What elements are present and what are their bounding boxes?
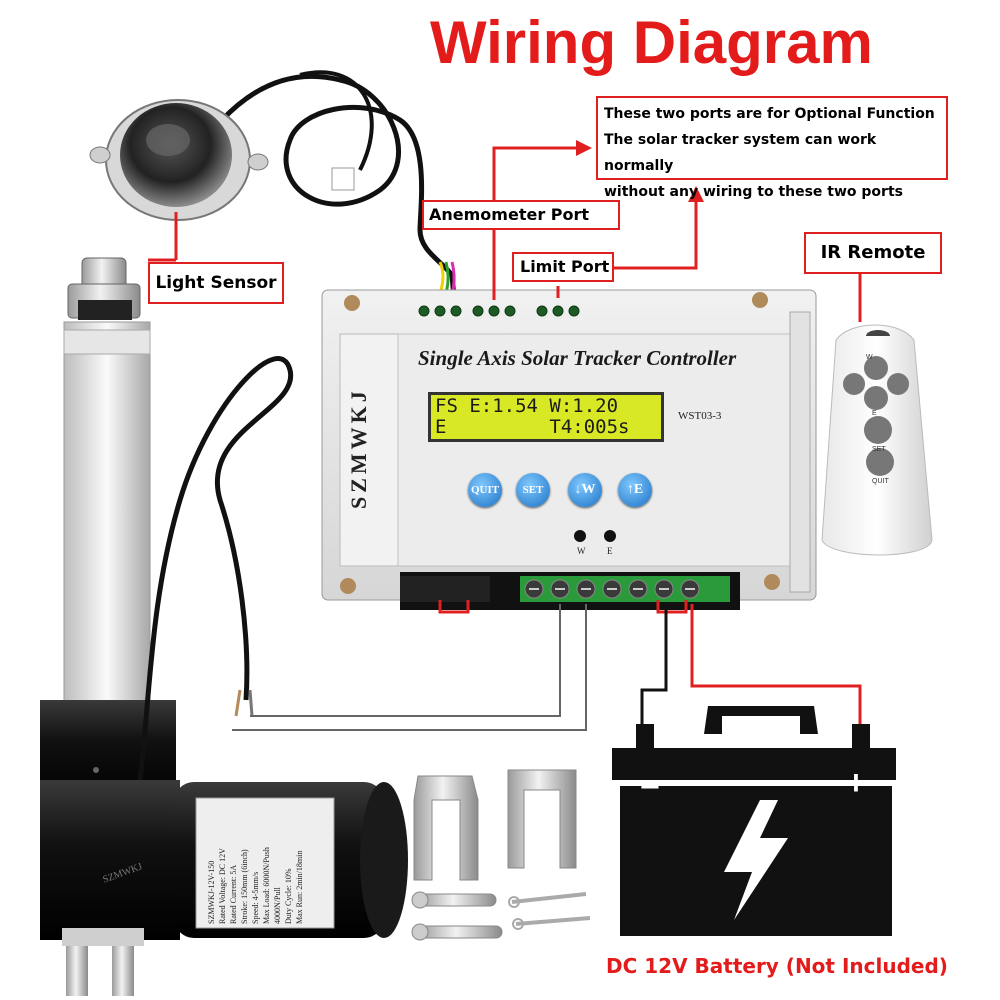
- lightning-bolt-icon: [724, 800, 788, 920]
- spec-line: Max Load: 6000N/Push: [262, 847, 271, 924]
- terminal-screw: [536, 305, 548, 317]
- ir-remote-label: IR Remote: [804, 232, 942, 274]
- controller-model: WST03-3: [678, 410, 722, 422]
- note-line: These two ports are for Optional Functio…: [604, 106, 935, 122]
- spec-line: Duty Cycle: 10%: [284, 868, 293, 924]
- controller-brand: SZMWKJ: [346, 387, 371, 509]
- page-title: Wiring Diagram: [430, 9, 873, 76]
- terminal-screw: [418, 305, 430, 317]
- remote-key-e: E: [872, 410, 877, 417]
- light-sensor-label: Light Sensor: [148, 262, 284, 304]
- lcd-line-2: E T4:005s: [435, 416, 630, 438]
- note-line: The solar tracker system can work normal…: [604, 132, 877, 174]
- actuator-cable: [137, 356, 294, 781]
- red-clip-left: [438, 600, 470, 614]
- spec-line: Rated Current: 5A: [229, 864, 238, 924]
- output-terminals: [524, 579, 700, 599]
- ir-remote: [821, 324, 933, 556]
- limit-port-label: Limit Port: [512, 252, 614, 282]
- spec-line: Stroke: 150mm (6inch): [240, 849, 249, 924]
- spec-line: SZMWKJ-12V-150: [207, 860, 216, 924]
- input-terminals: [418, 305, 580, 317]
- remote-key-set: SET: [872, 446, 886, 453]
- terminal-screw: [488, 305, 500, 317]
- terminal-screw: [472, 305, 484, 317]
- lcd-display: FS E:1.54 W:1.20 E T4:005s: [428, 392, 664, 442]
- terminal-screw: [450, 305, 462, 317]
- east-button[interactable]: ↑E: [618, 473, 652, 507]
- lcd-line-1: FS E:1.54 W:1.20: [435, 395, 619, 417]
- quit-button[interactable]: QUIT: [468, 473, 502, 507]
- west-button[interactable]: ↓W: [568, 473, 602, 507]
- spec-line: Rated Voltage: DC 12V: [218, 848, 227, 924]
- led-east-label: E: [607, 546, 613, 556]
- spec-line: Speed: 4-5mm/s: [251, 871, 260, 924]
- mounting-hardware: [411, 769, 591, 941]
- arrow-down-icon: ↓: [574, 482, 582, 497]
- battery-plus: +: [846, 764, 866, 802]
- actuator-spec-label: SZMWKJ-12V-150 Rated Voltage: DC 12V Rat…: [206, 800, 305, 924]
- spec-line: Max Run: 2min/18min: [295, 850, 304, 924]
- controller-unit: [321, 289, 817, 610]
- terminal-screw: [504, 305, 516, 317]
- spec-line: 4000N/Pull: [273, 887, 282, 924]
- red-clip-right: [656, 600, 688, 614]
- optional-ports-note: These two ports are for Optional Functio…: [596, 96, 948, 200]
- terminal-screw: [552, 305, 564, 317]
- battery: [612, 706, 896, 936]
- note-line: without any wiring to these two ports: [604, 184, 903, 200]
- remote-key-w: W: [866, 354, 873, 361]
- controller-title: Single Axis Solar Tracker Controller: [418, 346, 737, 370]
- east-button-label: E: [633, 482, 644, 497]
- light-sensor: [89, 70, 458, 311]
- arrow-up-icon: ↑: [626, 482, 634, 497]
- remote-key-quit: QUIT: [872, 478, 889, 485]
- terminal-screw: [434, 305, 446, 317]
- west-button-label: W: [581, 482, 596, 497]
- anemometer-port-label: Anemometer Port: [422, 200, 620, 230]
- connection-lines: [232, 140, 862, 734]
- led-west-label: W: [577, 546, 586, 556]
- set-button[interactable]: SET: [516, 473, 550, 507]
- terminal-screw: [568, 305, 580, 317]
- linear-actuator: [40, 257, 408, 996]
- battery-caption: DC 12V Battery (Not Included): [606, 954, 948, 978]
- battery-minus: −: [640, 768, 660, 806]
